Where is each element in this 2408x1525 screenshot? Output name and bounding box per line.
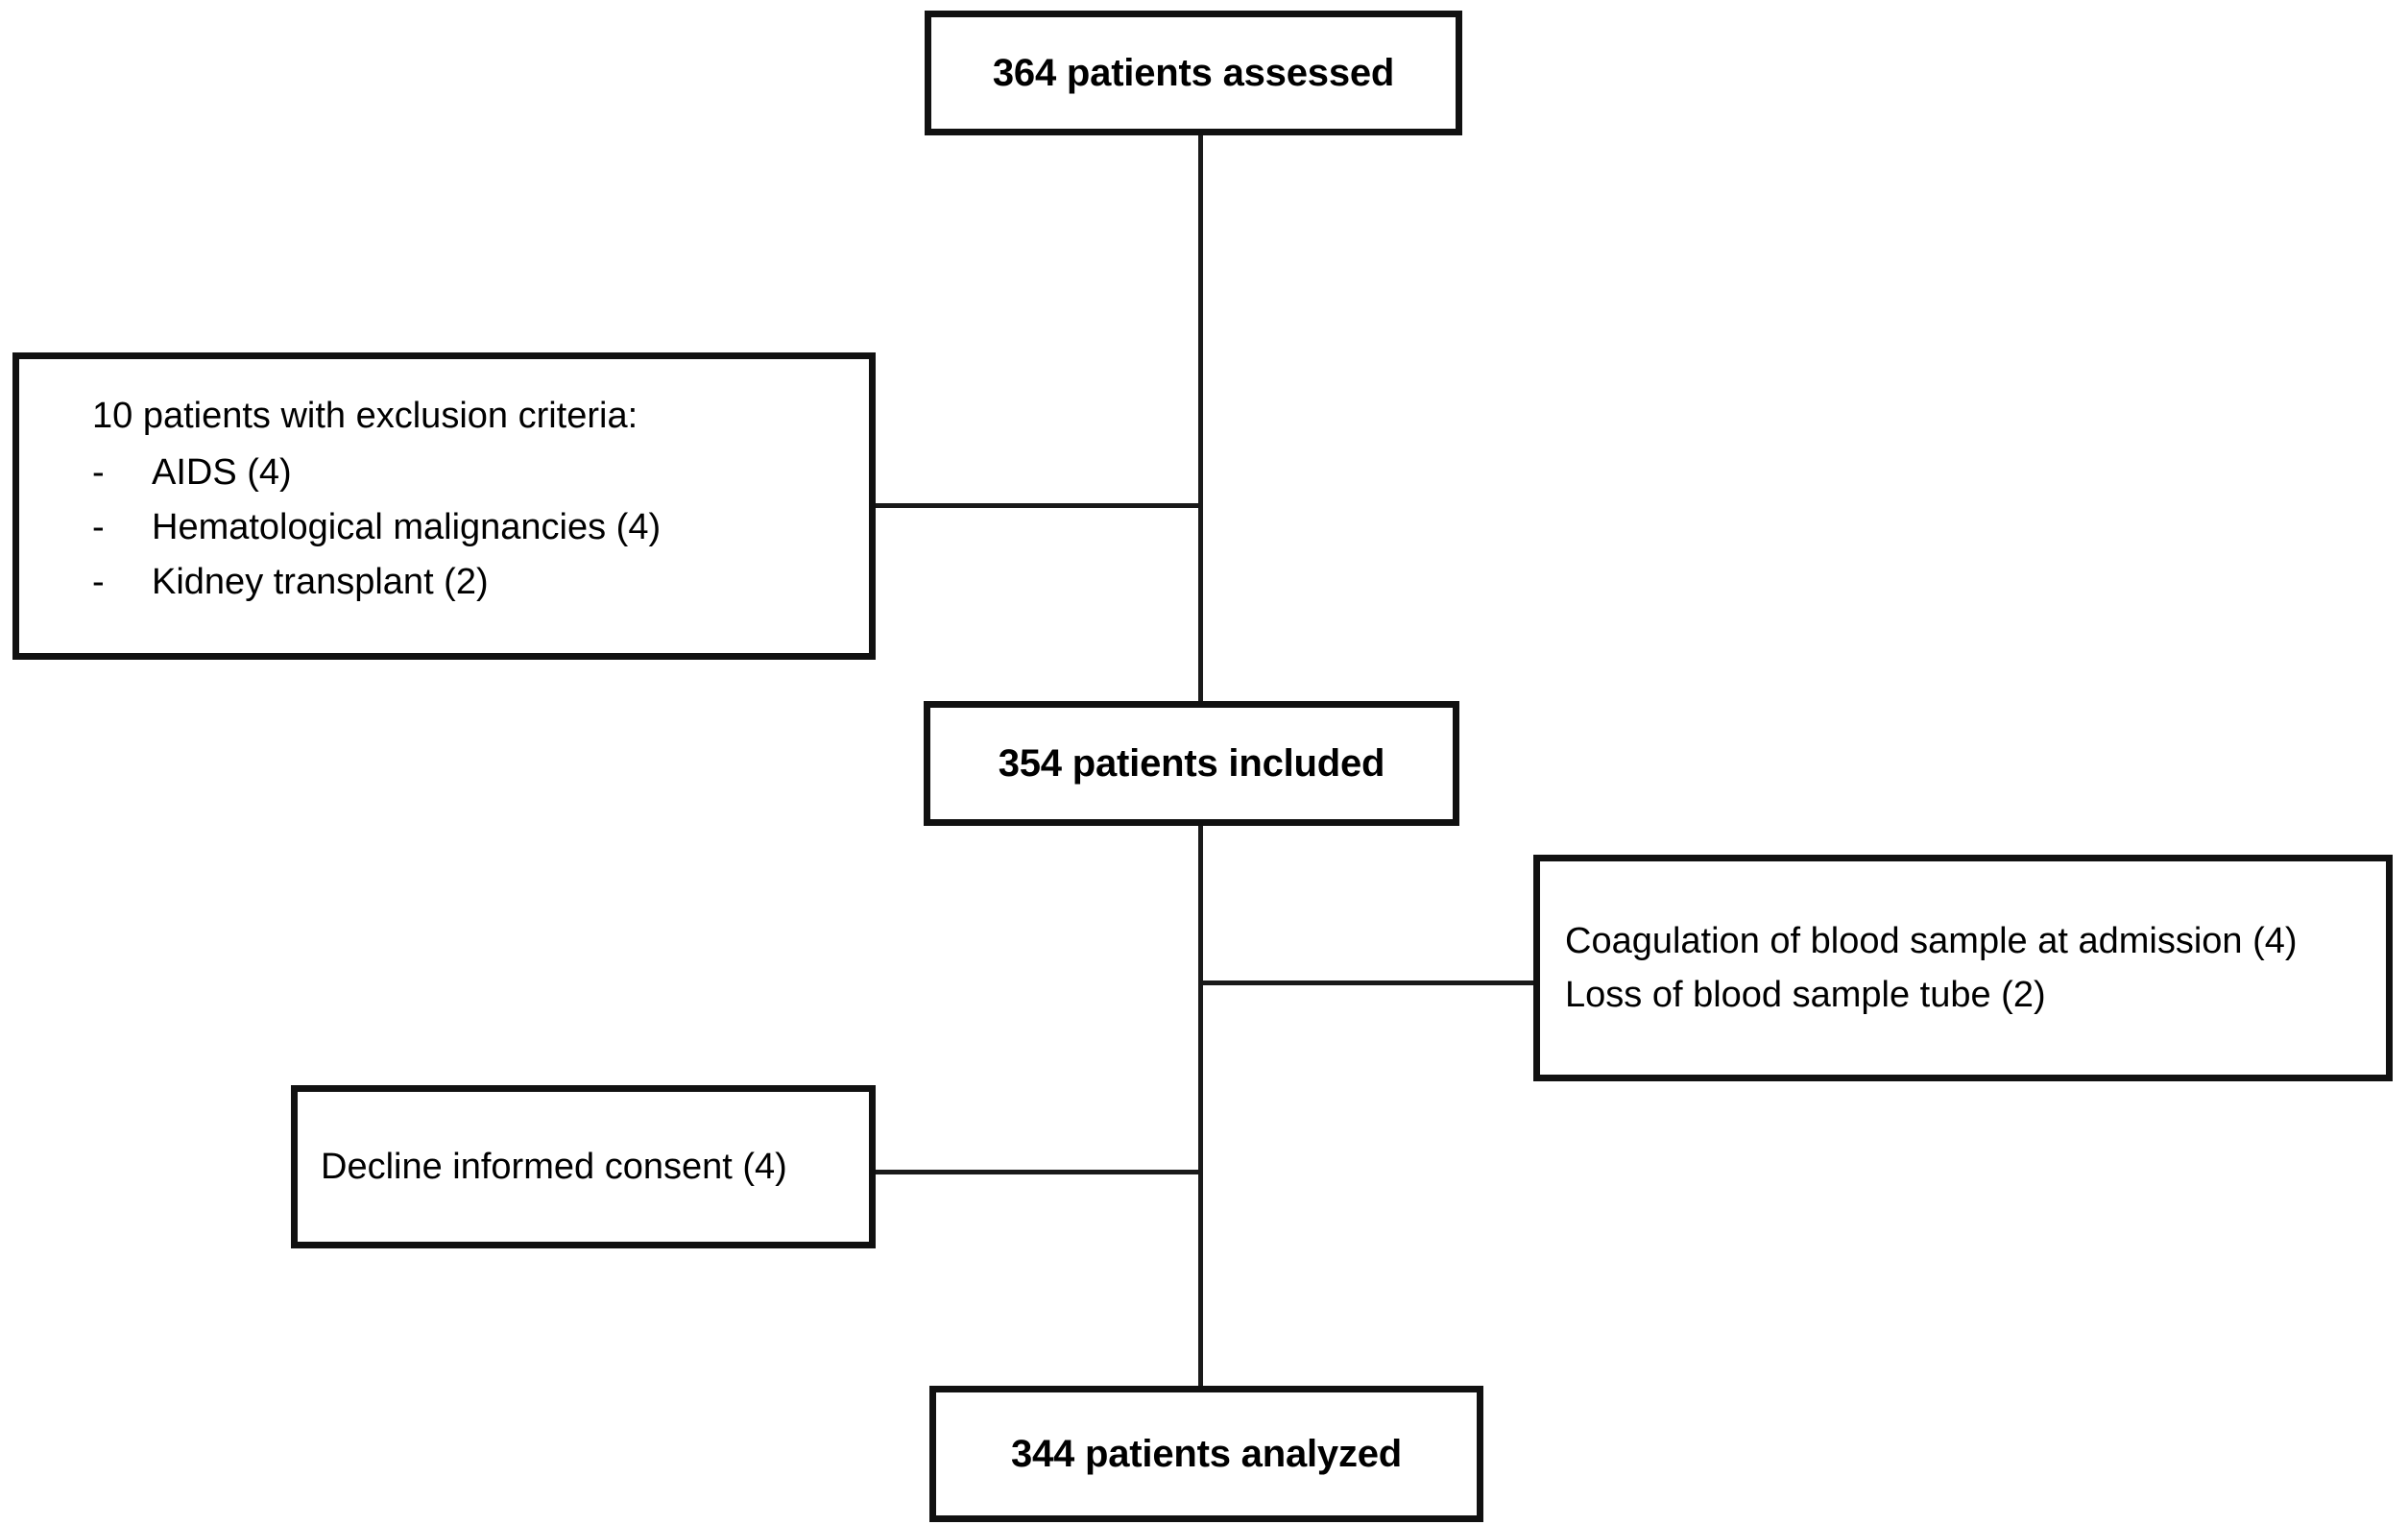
exclusion-content: 10 patients with exclusion criteria: - A… — [19, 396, 869, 617]
node-patients-analyzed-label: 344 patients analyzed — [1010, 1432, 1403, 1475]
connector-trunk-to-sample-loss — [1198, 980, 1536, 985]
sample-loss-content: Coagulation of blood sample at admission… — [1540, 914, 2386, 1022]
connector-assessed-to-included — [1198, 134, 1203, 703]
node-patients-included-label: 354 patients included — [998, 741, 1385, 785]
node-exclusion-criteria: 10 patients with exclusion criteria: - A… — [12, 352, 876, 660]
declined-consent-line: Decline informed consent (4) — [321, 1146, 787, 1187]
exclusion-title: 10 patients with exclusion criteria: — [92, 396, 638, 436]
node-sample-loss-reasons: Coagulation of blood sample at admission… — [1533, 855, 2393, 1081]
exclusion-item-label: AIDS (4) — [152, 452, 292, 493]
node-patients-included: 354 patients included — [924, 701, 1459, 826]
exclusion-list-item: - Kidney transplant (2) — [92, 562, 850, 603]
bullet-dash: - — [92, 562, 105, 602]
exclusion-list: - AIDS (4) - Hematological malignancies … — [92, 452, 850, 603]
node-patients-assessed: 364 patients assessed — [925, 11, 1462, 135]
exclusion-list-item: - AIDS (4) — [92, 452, 850, 494]
node-patients-analyzed: 344 patients analyzed — [929, 1386, 1483, 1522]
connector-exclusion-to-trunk — [872, 503, 1202, 508]
node-declined-consent: Decline informed consent (4) — [291, 1085, 876, 1248]
connector-included-to-analyzed — [1198, 824, 1203, 1391]
exclusion-item-label: Hematological malignancies (4) — [152, 507, 662, 547]
bullet-dash: - — [92, 452, 105, 493]
declined-consent-content: Decline informed consent (4) — [298, 1140, 869, 1194]
exclusion-list-item: - Hematological malignancies (4) — [92, 507, 850, 548]
bullet-dash: - — [92, 507, 105, 547]
connector-consent-to-trunk — [872, 1170, 1202, 1174]
node-patients-assessed-label: 364 patients assessed — [992, 51, 1395, 94]
exclusion-item-label: Kidney transplant (2) — [152, 562, 489, 602]
sample-loss-line: Loss of blood sample tube (2) — [1565, 975, 2046, 1015]
sample-loss-line: Coagulation of blood sample at admission… — [1565, 920, 2298, 961]
